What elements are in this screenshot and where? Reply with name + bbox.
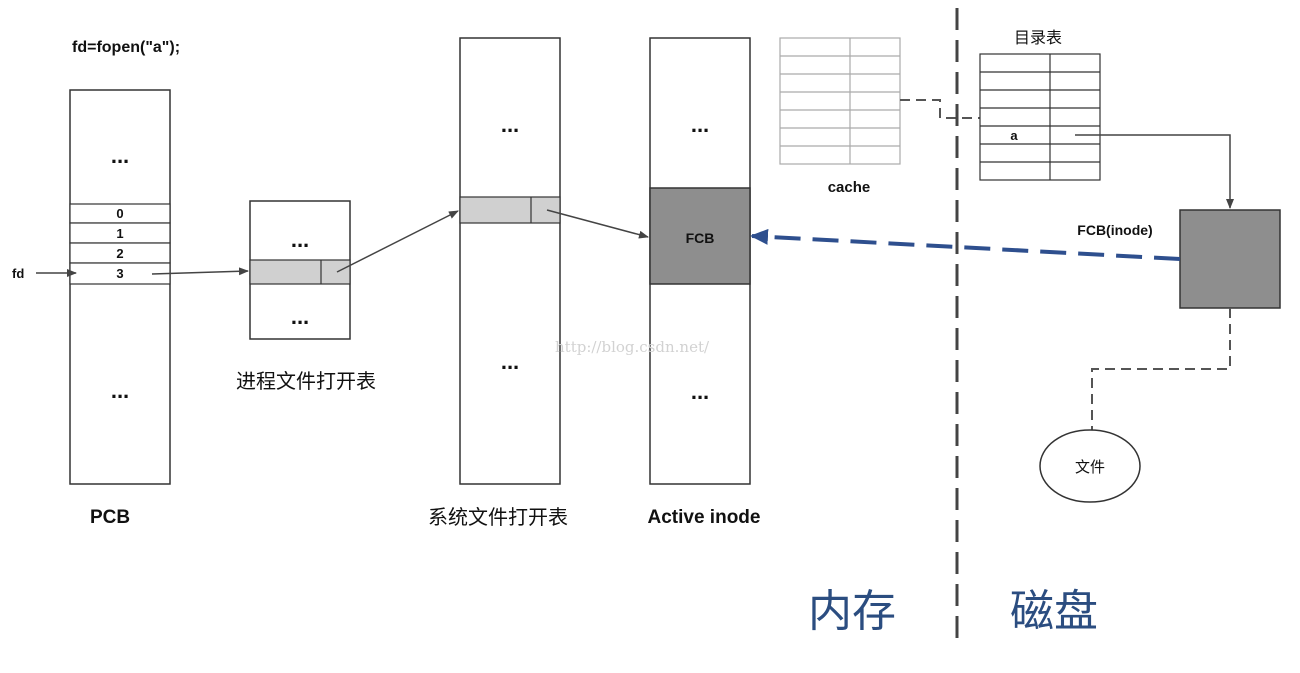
disk-fcb [1179, 209, 1281, 309]
system-to-fcb-arrow [546, 209, 649, 239]
directory-entry-a: a [1010, 128, 1018, 143]
active-inode-table: FCB ... ... Active inode [648, 37, 761, 528]
directory-table: 目录表 a [979, 28, 1101, 181]
disk-fcb-label: FCB(inode) [1077, 222, 1152, 238]
active-inode-label: Active inode [648, 507, 761, 528]
cache-label: cache [828, 179, 871, 196]
pcb-slot-label: 3 [116, 266, 123, 281]
file-node [1039, 429, 1141, 503]
directory-box [979, 53, 1101, 181]
pcb-ellipsis-top: ... [111, 143, 129, 168]
process-ellipsis-bottom: ... [291, 304, 309, 329]
watermark: http://blog.csdn.net/ [555, 338, 710, 356]
process-to-system-arrow [336, 210, 459, 273]
pcb-slot-label: 1 [116, 226, 123, 241]
disk-region-label: 磁盘 [1010, 586, 1098, 637]
load-fcb-arrow [750, 228, 1181, 261]
fd-label: fd [12, 266, 24, 281]
system-ellipsis-bottom: ... [501, 349, 519, 374]
system-table-label: 系统文件打开表 [428, 505, 568, 529]
directory-label: 目录表 [1014, 28, 1062, 47]
process-table-entry [249, 259, 351, 285]
code-line: fd=fopen("a"); [72, 39, 180, 56]
pcb-slot-label: 2 [116, 246, 123, 261]
cache-directory-link [900, 99, 980, 119]
pcb-to-process-arrow [151, 267, 249, 276]
fcb-file-link [1091, 308, 1231, 432]
memory-fcb [649, 187, 751, 285]
memory-fcb-label: FCB [686, 230, 715, 246]
system-ellipsis-top: ... [501, 112, 519, 137]
system-table-box [459, 37, 561, 485]
memory-region-label: 内存 [808, 586, 896, 637]
pcb-table: ... 0 1 2 3 ... PCB [69, 89, 171, 528]
file-label: 文件 [1075, 458, 1105, 476]
process-ellipsis-top: ... [291, 227, 309, 252]
inode-ellipsis-bottom: ... [691, 379, 709, 404]
pcb-label: PCB [90, 507, 130, 528]
pcb-box [69, 89, 171, 485]
pcb-slot-label: 0 [116, 206, 123, 221]
inode-ellipsis-top: ... [691, 112, 709, 137]
system-table-entry [459, 196, 561, 224]
cache-box [779, 37, 901, 165]
process-table-label: 进程文件打开表 [236, 369, 376, 393]
process-open-file-table: ... ... 进程文件打开表 [236, 200, 376, 393]
pcb-ellipsis-bottom: ... [111, 378, 129, 403]
directory-to-disk-fcb-arrow [1075, 134, 1234, 209]
cache-table: cache [779, 37, 901, 196]
system-open-file-table: ... ... 系统文件打开表 [428, 37, 568, 529]
